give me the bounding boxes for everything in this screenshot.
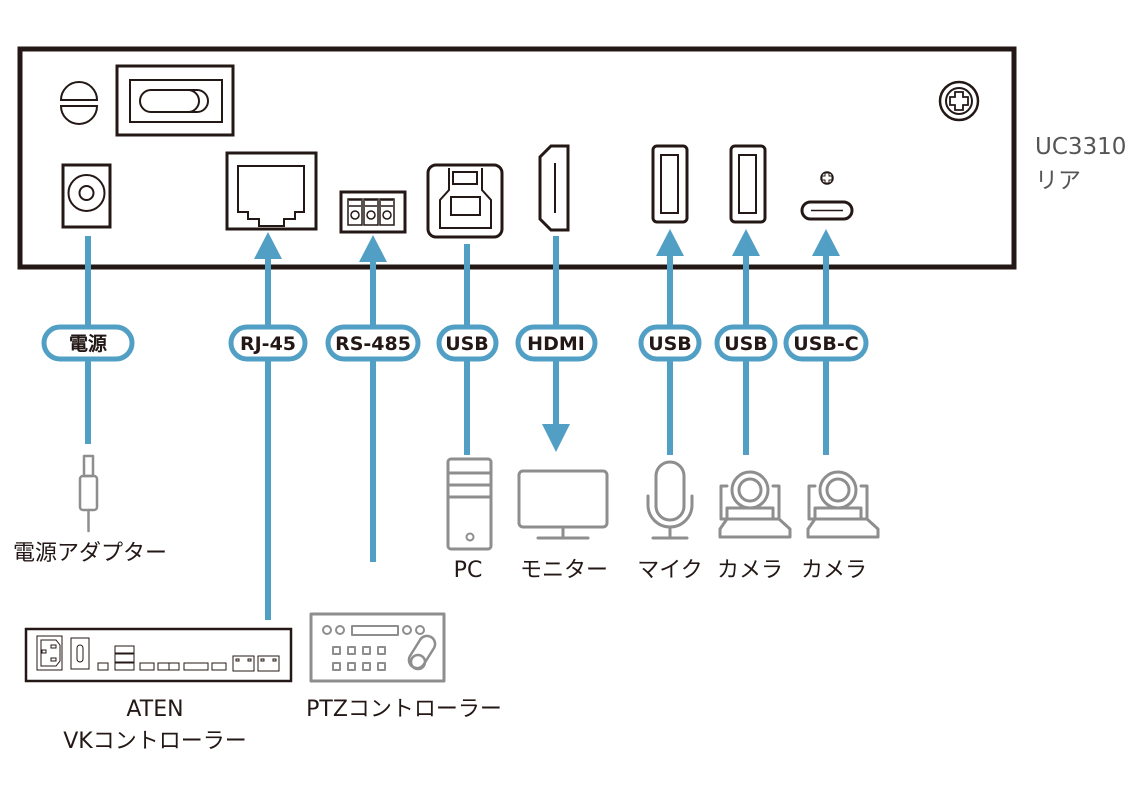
rj45-port-icon <box>225 151 318 231</box>
device-label-ptz-controller: PTZコントローラー <box>306 697 502 722</box>
rs485-terminal-icon <box>339 190 407 234</box>
screw-icon <box>820 171 834 185</box>
usb-a-port-icon <box>729 144 767 224</box>
power-switch-icon <box>115 64 235 137</box>
monitor-icon <box>517 469 609 540</box>
port-label-usb-pc: USB <box>436 324 499 362</box>
ptz-camera-icon <box>718 470 792 539</box>
port-label-text: USB <box>445 333 489 355</box>
arrow-up-icon <box>656 229 684 256</box>
arrow-up-icon <box>254 232 282 259</box>
ptz-camera-icon <box>806 470 880 539</box>
port-label-rs485: RS-485 <box>325 324 421 362</box>
device-label-monitor: モニター <box>520 558 608 583</box>
power-adapter-plug-icon <box>78 454 99 533</box>
arrow-up-icon <box>732 229 760 256</box>
mounting-screw-icon <box>938 80 980 122</box>
hdmi-port-icon <box>538 144 570 232</box>
device-label-vk-line2: VKコントローラー <box>63 729 246 754</box>
port-label-usb-mic: USB <box>638 324 702 362</box>
usb-c-port-icon <box>800 200 854 221</box>
ground-screw-icon <box>59 81 99 125</box>
port-label-text: RJ-45 <box>240 333 296 355</box>
port-label-usbc-cam: USB-C <box>783 324 869 362</box>
port-label-hdmi: HDMI <box>515 324 598 362</box>
device-label-power-adapter: 電源アダプター <box>13 541 167 566</box>
device-label-camera: カメラ <box>801 558 867 583</box>
microphone-icon <box>646 460 694 540</box>
pc-tower-icon <box>446 457 493 551</box>
arrow-down-icon <box>542 424 570 452</box>
port-label-rj45: RJ-45 <box>228 324 308 362</box>
device-label-vk-line1: ATEN <box>126 697 183 722</box>
vk-controller-icon <box>24 627 293 683</box>
port-label-text: USB-C <box>793 333 858 355</box>
arrow-up-icon <box>812 229 840 256</box>
port-label-power: 電源 <box>41 324 135 362</box>
arrow-up-icon <box>359 235 387 262</box>
port-label-text: RS-485 <box>335 333 411 355</box>
device-label-mic: マイク <box>637 558 703 583</box>
port-label-text: USB <box>648 333 692 355</box>
device-side-label: リア <box>1035 168 1081 194</box>
port-label-usb-cam: USB <box>714 324 778 362</box>
device-rear-panel <box>17 46 1017 270</box>
usb-b-port-icon <box>426 163 504 239</box>
device-label-pc: PC <box>454 558 483 583</box>
port-label-text: HDMI <box>527 333 585 355</box>
usb-a-port-icon <box>651 144 689 224</box>
port-label-text: USB <box>724 333 768 355</box>
port-label-text: 電源 <box>69 332 107 355</box>
device-label-camera: カメラ <box>717 558 783 583</box>
dc-power-jack-icon <box>61 163 112 229</box>
ptz-controller-icon <box>309 612 446 683</box>
device-model-label: UC3310 <box>1035 134 1126 160</box>
